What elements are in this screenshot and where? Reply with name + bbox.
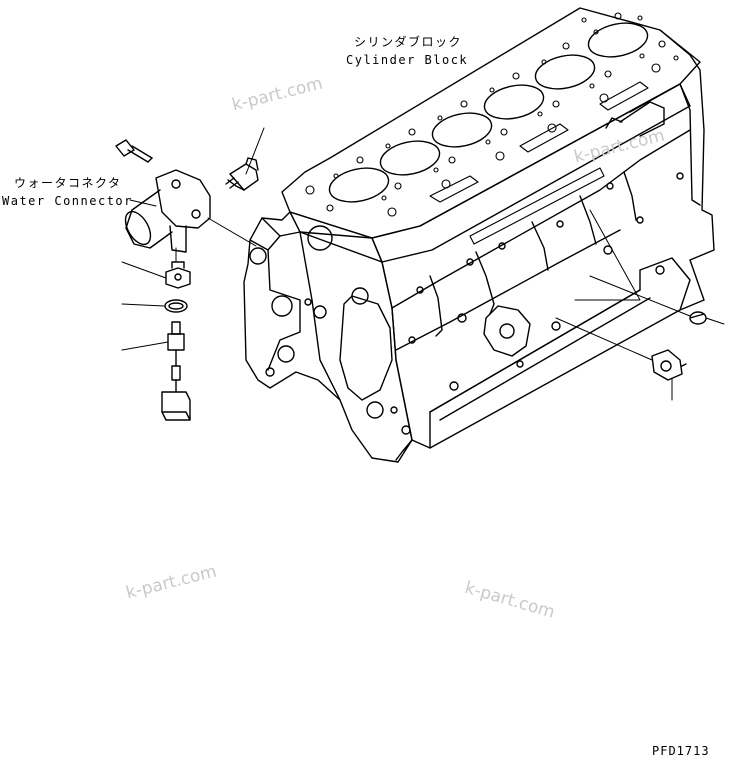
leader-elbow	[245, 127, 265, 175]
bore-6	[587, 22, 649, 58]
block-side-cover	[483, 305, 531, 357]
block-rear-plate	[659, 29, 715, 311]
leader-sensor	[121, 341, 169, 351]
bore-3	[431, 112, 493, 148]
leader-drain	[705, 317, 725, 325]
figure-code: PFD1713	[652, 744, 710, 758]
bore-4	[483, 84, 545, 120]
o-ring	[164, 299, 188, 313]
water-connector-label-en: Water Connector	[2, 194, 133, 208]
leader-o-ring	[121, 303, 165, 307]
bore-5	[534, 54, 596, 90]
cylinder-block-label-en: Cylinder Block	[346, 53, 469, 67]
leader-block-label	[574, 209, 641, 301]
cylinder-bores	[328, 22, 649, 203]
cylinder-block-label-jp: シリンダブロック	[354, 35, 463, 49]
deck-holes	[305, 12, 679, 217]
water-connector-pipe	[125, 189, 173, 249]
leader-water-connector	[129, 199, 157, 207]
pressure-sensor	[651, 349, 687, 381]
bore-2	[379, 140, 441, 176]
cylinder-block	[243, 7, 715, 463]
leader-pressure-sensor-hole	[555, 317, 653, 361]
leader-drain-hole	[589, 275, 691, 317]
leader-connector-to-block	[207, 217, 257, 247]
plug	[165, 261, 191, 289]
connector-bolt	[115, 139, 153, 163]
drain-plug	[689, 311, 707, 325]
temperature-sensor	[161, 321, 191, 421]
leader-lines	[121, 127, 725, 401]
water-connector-label-jp: ウォータコネクタ	[14, 176, 122, 190]
deck-recesses	[429, 81, 649, 245]
water-connector	[124, 169, 211, 253]
bore-1	[328, 167, 390, 203]
elbow-fitting	[225, 157, 259, 191]
leader-plug	[121, 261, 167, 279]
block-front-face	[243, 211, 413, 463]
water-connector-flange	[155, 169, 211, 229]
